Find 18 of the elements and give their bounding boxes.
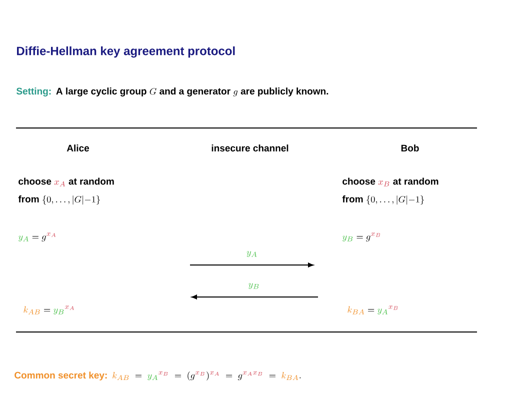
formula: $\textcolor[HTML]{4CC04C}{y_A} = g^{\textcolor[HTML]{D04050}{x_A}}$ xyxy=(18,232,56,242)
column-header: Alice xyxy=(66,144,90,152)
column-header: Bob xyxy=(401,144,419,152)
key-label: Common secret key: xyxy=(14,372,107,380)
step-text: $\text{choose } \textcolor[HTML]{D04050}{x_A} \text{ at random}$ xyxy=(18,178,114,186)
arrow-label: $\textcolor[HTML]{4CC04C}{y_B}$ xyxy=(248,283,259,289)
step-text: $\text{from } \{0,\ldots,|G|{-}1\}$ xyxy=(342,195,424,205)
formula: $\textcolor[HTML]{4CC04C}{y_B} = g^{\textcolor[HTML]{D04050}{x_B}}$ xyxy=(342,232,380,242)
formula: $\textcolor[HTML]{F0902A}{k_{AB}} = \textcolor[HTML]{4CC04C}{y_B}^{\textcolor[HTML]{D04050}{x_A}}$ xyxy=(24,306,74,314)
step-text: $\text{choose } \textcolor[HTML]{D04050}{x_B} \text{ at random}$ xyxy=(342,178,438,186)
arrow-label: $\textcolor[HTML]{4CC04C}{y_A}$ xyxy=(246,251,257,257)
title: Diffie-Hellman key agreement protocol xyxy=(17,46,235,58)
formula: $\textcolor[HTML]{F0902A}{k_{BA}} = \textcolor[HTML]{4CC04C}{y_A}^{\textcolor[HTML]{D04050}{x_B}}$ xyxy=(348,306,398,314)
column-header: insecure channel xyxy=(212,144,288,152)
key-formula: $\textcolor[HTML]{F0902A}{k_{AB}} \;=\; \textcolor[HTML]{4CC04C}{y_A}^{\textcolor[HTML]{D04050}{x_B}} \;=\; (g^{\textcolor[HTML]{D04050}{x_B}})^{\textcolor[HTML]{D04050}{x_A}} \;=\; g^{\textcolor[HTML]{D04050}{x_A x_B}} \;=\; \textcolor[HTML]{F0902A}{k_{BA}}.$ xyxy=(112,371,301,381)
setting-label: Setting: xyxy=(16,88,51,96)
step-text: $\text{from } \{0,\ldots,|G|{-}1\}$ xyxy=(18,195,100,205)
setting-text: $\text{A large cyclic group } G \text{ and a generator } g \text{ are publicly known.}$ xyxy=(56,88,328,96)
